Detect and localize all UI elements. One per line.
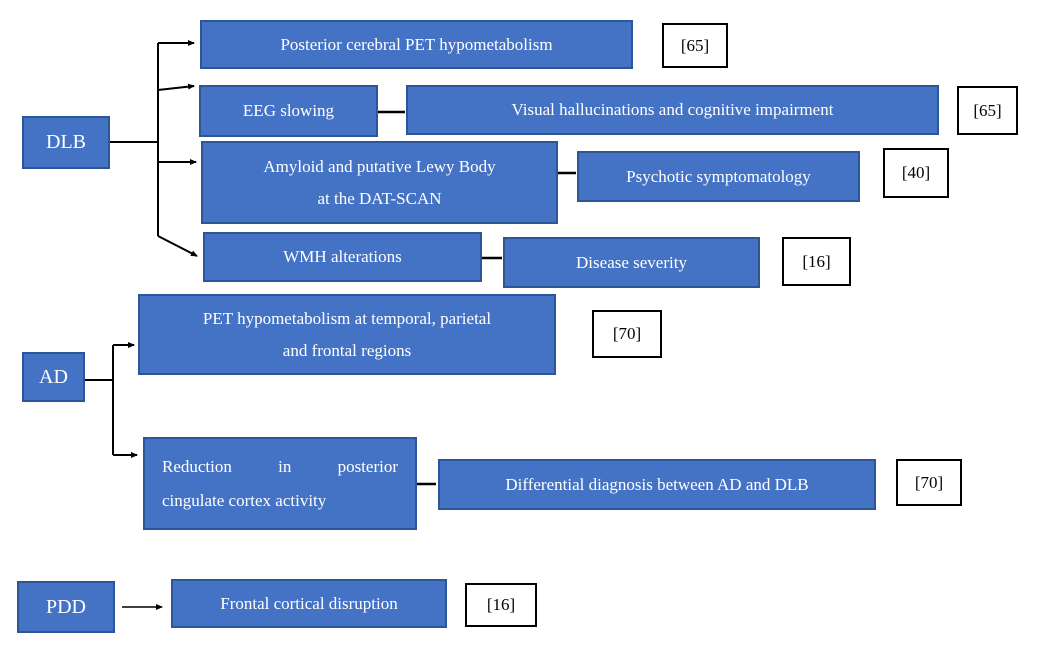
ref-label: [65]: [680, 35, 710, 55]
ref-label: [16]: [802, 251, 831, 271]
node-label: Visual hallucinations and cognitive impa…: [511, 100, 834, 120]
node-label: EEG slowing: [242, 101, 335, 121]
ref-label: [65]: [973, 100, 1002, 120]
node-label-line1: Reduction in posterior: [162, 456, 398, 476]
node-psychotic-symptomatology: Psychotic symptomatology: [577, 151, 860, 202]
node-label-line2: cingulate cortex activity: [162, 490, 327, 510]
node-wmh-alterations: WMH alterations: [203, 232, 482, 282]
node-visual-hallucinations: Visual hallucinations and cognitive impa…: [406, 85, 939, 135]
ref-label: [70]: [914, 472, 944, 492]
node-ad: AD: [22, 352, 85, 402]
ref-pet: [70]: [592, 310, 662, 358]
node-reduction-cingulate: Reduction in posterior cingulate cortex …: [143, 437, 417, 530]
ref-visual: [65]: [957, 86, 1018, 135]
node-label: Differential diagnosis between AD and DL…: [505, 474, 809, 494]
node-posterior-pet-hypometabolism: Posterior cerebral PET hypometabolism: [200, 20, 633, 69]
node-pdd-label: PDD: [45, 595, 86, 618]
node-label: Posterior cerebral PET hypometabolism: [280, 34, 553, 54]
node-label: Psychotic symptomatology: [626, 166, 811, 186]
ref-label: [40]: [901, 163, 931, 182]
ref-label: [70]: [612, 324, 642, 343]
node-frontal-cortical-disruption: Frontal cortical disruption: [171, 579, 447, 628]
node-label-line2: and frontal regions: [282, 340, 412, 360]
node-dlb: DLB: [22, 116, 110, 169]
ref-posterior: [65]: [662, 23, 728, 68]
node-dlb-label: DLB: [46, 131, 86, 153]
node-pet-hypometabolism-regions: PET hypometabolism at temporal, parietal…: [138, 294, 556, 375]
node-ad-label: AD: [39, 365, 68, 388]
node-label: Disease severity: [576, 252, 687, 272]
node-label-line1: Amyloid and putative Lewy Body: [263, 157, 496, 177]
node-label: WMH alterations: [283, 247, 402, 267]
node-eeg-slowing: EEG slowing: [199, 85, 378, 137]
node-label-line1: PET hypometabolism at temporal, parietal: [202, 309, 492, 329]
node-label: Frontal cortical disruption: [220, 593, 398, 613]
node-pdd: PDD: [17, 581, 115, 633]
node-differential-diagnosis: Differential diagnosis between AD and DL…: [438, 459, 876, 510]
ref-label: [16]: [486, 595, 516, 614]
node-label-line2: at the DAT-SCAN: [317, 188, 442, 208]
ref-differential: [70]: [896, 459, 962, 506]
ref-psychotic: [40]: [883, 148, 949, 198]
node-amyloid-dat-scan: Amyloid and putative Lewy Body at the DA…: [201, 141, 558, 224]
node-disease-severity: Disease severity: [503, 237, 760, 288]
ref-disease: [16]: [782, 237, 851, 286]
ref-frontal: [16]: [465, 583, 537, 627]
